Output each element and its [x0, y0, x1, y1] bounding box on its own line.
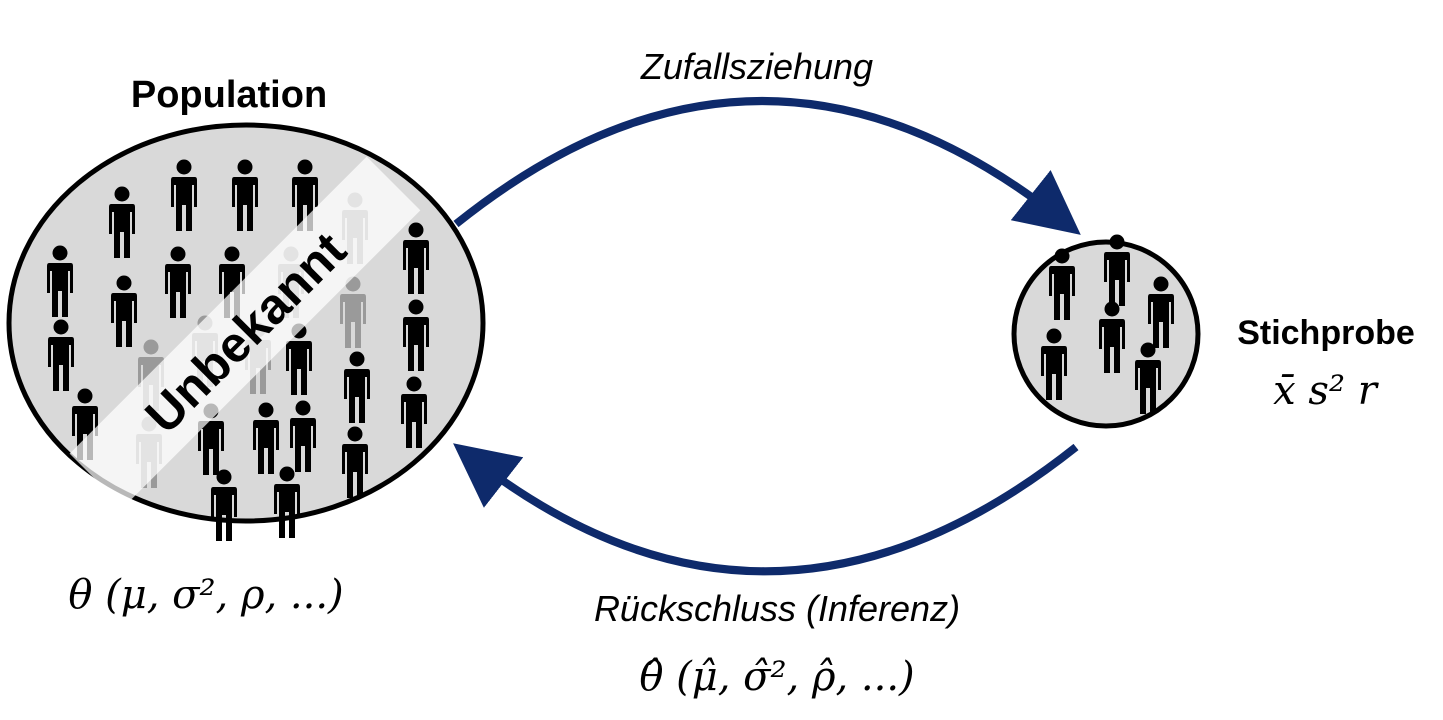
sampling-label: Zufallsziehung [640, 46, 873, 87]
inference-arrow [453, 443, 1079, 576]
population-parameters: θ (μ, σ², ρ, ...) [68, 572, 343, 618]
sample-title: Stichprobe [1237, 314, 1415, 352]
population-title: Population [131, 74, 327, 116]
sampling-arrow [453, 97, 1081, 235]
estimates-label: θ̂ (μ̂, σ̂², ρ̂, ...) [639, 654, 914, 700]
sample-statistics: x̄ s² r [1273, 368, 1380, 414]
inference-label: Rückschluss (Inferenz) [594, 588, 960, 629]
